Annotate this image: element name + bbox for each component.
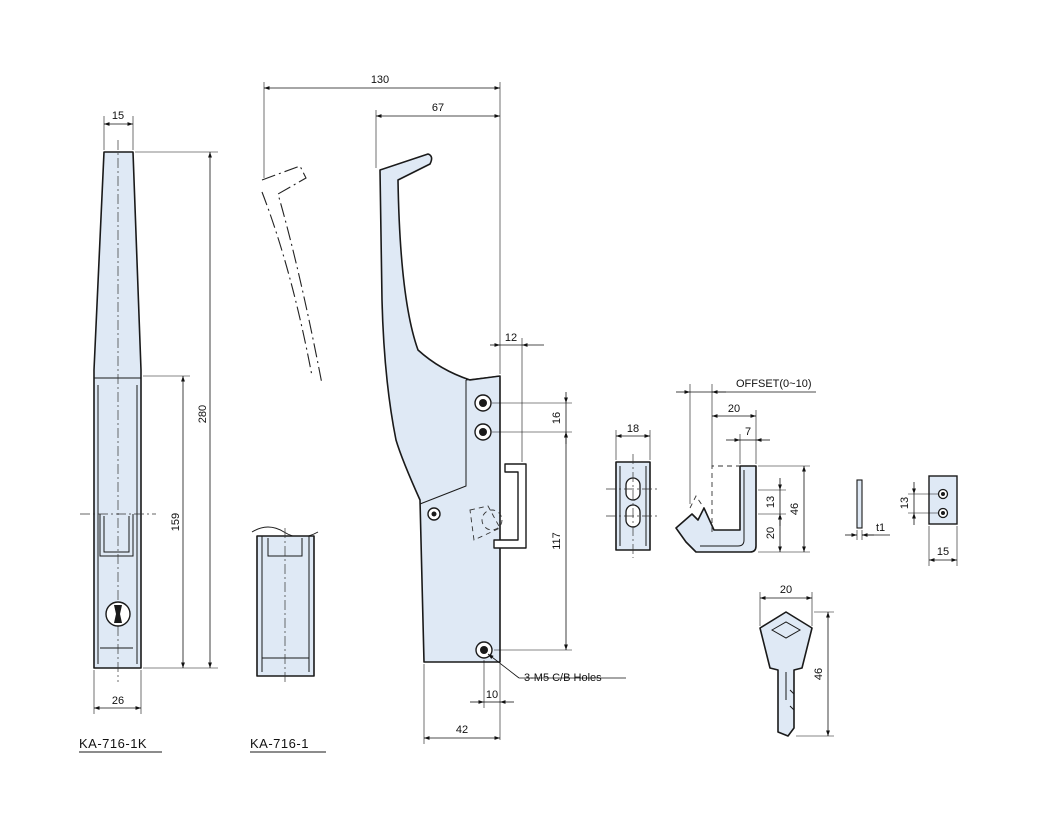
- dim-shim-width: 15: [937, 546, 949, 558]
- dim-key-length: 46: [813, 668, 825, 680]
- dim-hole-edge: 10: [486, 689, 498, 701]
- dim-strike-height: 46: [789, 503, 801, 515]
- dim-lower-height: 159: [170, 513, 182, 531]
- dim-hole-pitch-main: 117: [551, 532, 563, 550]
- dim-hole-pitch-top: 16: [551, 412, 563, 424]
- dim-slot-pitch: 13: [765, 496, 777, 508]
- caption-ka-716-1: KA-716-1: [250, 736, 309, 751]
- dim-bottom-width: 26: [112, 695, 124, 707]
- side-view: 130 67 12 16 117 3-M5 C/B Holes 10: [261, 74, 626, 744]
- mount-hole-icon: [474, 423, 492, 441]
- dim-hook-offset: 12: [505, 332, 517, 344]
- dim-strike-width: 18: [627, 423, 639, 435]
- dim-shim-hole-pitch: 13: [899, 497, 911, 509]
- dim-handle-depth: 67: [432, 102, 444, 114]
- dim-slot-bottom: 20: [765, 527, 777, 539]
- shim-front-view: 13 15: [899, 475, 958, 566]
- dim-key-width: 20: [780, 584, 792, 596]
- strike-side-view: OFFSET(0~10) 20 7 13 20 46: [675, 378, 816, 553]
- strike-front-view: 18: [606, 423, 660, 558]
- key-view: 20 46: [759, 584, 834, 737]
- dim-strike-lip: 7: [745, 426, 751, 438]
- caption-ka-716-1k: KA-716-1K: [79, 736, 147, 751]
- front-view-with-key: 15 280 159 26 KA-716-1K: [79, 110, 218, 753]
- dim-total-height: 280: [197, 405, 209, 423]
- key-cylinder-icon: [105, 601, 131, 627]
- note-holes: 3-M5 C/B Holes: [524, 672, 602, 684]
- front-view-without-key: KA-716-1: [250, 526, 326, 753]
- dim-base-depth: 42: [456, 724, 468, 736]
- dim-strike-depth: 20: [728, 403, 740, 415]
- shim-side-view: t1: [845, 479, 890, 540]
- dim-offset: OFFSET(0~10): [736, 378, 812, 390]
- dim-open-reach: 130: [371, 74, 389, 86]
- mount-hole-icon: [474, 394, 492, 412]
- dim-top-width: 15: [112, 110, 124, 122]
- dim-shim-thickness: t1: [876, 522, 885, 534]
